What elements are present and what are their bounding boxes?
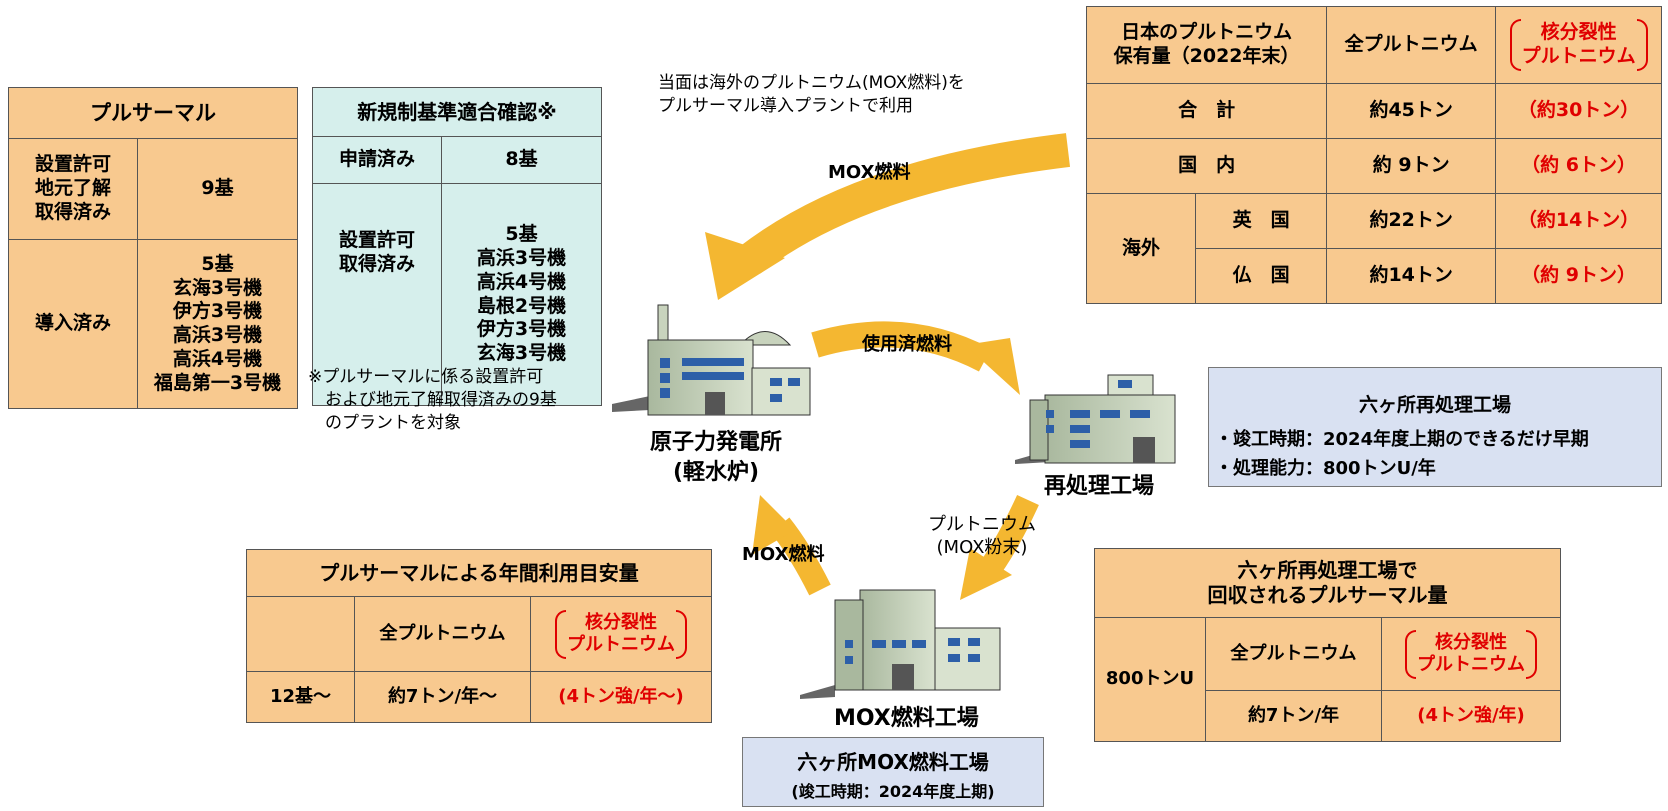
rokkasho-mox-box: 六ヶ所MOX燃料工場 (竣工時期：2024年度上期) — [742, 737, 1044, 807]
recovered-row-fissile: (4トン強/年) — [1381, 690, 1561, 742]
recovered-col-fissile: 核分裂性 プルトニウム — [1381, 617, 1561, 691]
regulation-footnote: ※プルサーマルに係る設置許可 および地元了解取得済みの9基 のプラントを対象 — [308, 367, 557, 433]
annual-use-title: プルサーマルによる年間利用目安量 — [246, 549, 712, 597]
annual-use-col-fissile: 核分裂性 プルトニウム — [530, 596, 712, 672]
holdings-domestic-label: 国 内 — [1085, 138, 1328, 194]
holdings-france-label: 仏 国 — [1194, 248, 1328, 304]
reprocessing-plant-icon — [1015, 374, 1176, 464]
regulation-applied-value: 8基 — [441, 136, 602, 184]
holdings-domestic-value: 約 9トン — [1326, 138, 1497, 194]
mox-fuel-label: MOX燃料 — [742, 544, 825, 565]
holdings-total-fissile: （約30トン） — [1495, 83, 1662, 139]
pluthermal-licensed-value: 9基 — [137, 138, 298, 240]
holdings-total-label: 合 計 — [1085, 83, 1328, 139]
holdings-uk-label: 英 国 — [1194, 193, 1328, 249]
npp-label: 原子力発電所 (軽水炉) — [650, 430, 783, 485]
mox-plant-label: MOX燃料工場 — [834, 706, 979, 731]
holdings-title: 日本のプルトニウム 保有量（2022年末） — [1085, 6, 1328, 84]
rokkasho-mox-subtitle: (竣工時期：2024年度上期) — [791, 782, 995, 801]
annual-use-col-total: 全プルトニウム — [354, 596, 531, 672]
rokkasho-reprocessing-line1: ・竣工時期：2024年度上期のできるだけ早期 — [1215, 429, 1589, 450]
holdings-table: 日本のプルトニウム 保有量（2022年末） 全プルトニウム 核分裂性 プルトニウ… — [1085, 6, 1662, 304]
plutonium-label: プルトニウム (MOX粉末) — [928, 514, 1036, 558]
reprocessing-label: 再処理工場 — [1044, 474, 1155, 499]
mox-fuel-arrow — [752, 495, 831, 596]
regulation-licensed-label: 設置許可 取得済み — [312, 183, 442, 406]
holdings-col-fissile: 核分裂性 プルトニウム — [1495, 6, 1662, 84]
regulation-table: 新規制基準適合確認※ 申請済み 8基 設置許可 取得済み 5基 高浜3号機 高浜… — [312, 87, 602, 406]
recovered-title: 六ヶ所再処理工場で 回収されるプルサーマル量 — [1094, 548, 1561, 618]
annual-use-empty-cell — [246, 596, 355, 672]
pluthermal-table: プルサーマル 設置許可 地元了解 取得済み 9基 導入済み 5基 玄海3号機 伊… — [8, 87, 298, 409]
pluthermal-title: プルサーマル — [8, 87, 298, 139]
spent-fuel-label: 使用済燃料 — [862, 334, 952, 355]
overseas-note: 当面は海外のプルトニウム(MOX燃料)を プルサーマル導入プラントで利用 — [658, 73, 965, 116]
rokkasho-reprocessing-title: 六ヶ所再処理工場 — [1358, 394, 1511, 416]
rokkasho-mox-title: 六ヶ所MOX燃料工場 — [797, 750, 989, 774]
holdings-france-fissile: （約 9トン） — [1495, 248, 1662, 304]
mox-import-label: MOX燃料 — [828, 162, 911, 183]
recovered-row-total: 約7トン/年 — [1205, 690, 1382, 742]
mox-import-arrow — [705, 133, 1071, 300]
recovered-table: 六ヶ所再処理工場で 回収されるプルサーマル量 800トンU 全プルトニウム 核分… — [1094, 548, 1561, 742]
holdings-uk-value: 約22トン — [1326, 193, 1497, 249]
holdings-total-value: 約45トン — [1326, 83, 1497, 139]
annual-use-row-fissile: (4トン強/年〜) — [530, 671, 712, 723]
regulation-applied-label: 申請済み — [312, 136, 442, 184]
recovered-row-label: 800トンU — [1094, 617, 1206, 742]
holdings-uk-fissile: （約14トン） — [1495, 193, 1662, 249]
holdings-domestic-fissile: （約 6トン） — [1495, 138, 1662, 194]
nuclear-plant-icon — [612, 304, 811, 416]
holdings-france-value: 約14トン — [1326, 248, 1497, 304]
pluthermal-introduced-label: 導入済み — [8, 239, 138, 409]
plutonium-arrow — [960, 494, 1039, 600]
regulation-licensed-value: 5基 高浜3号機 高浜4号機 島根2号機 伊方3号機 玄海3号機 — [441, 183, 602, 406]
annual-use-table: プルサーマルによる年間利用目安量 全プルトニウム 核分裂性 プルトニウム 12基… — [246, 549, 712, 723]
spent-fuel-arrow — [811, 321, 1020, 395]
rokkasho-reprocessing-line2: ・処理能力：800トンU/年 — [1215, 458, 1436, 479]
recovered-col-total: 全プルトニウム — [1205, 617, 1382, 691]
annual-use-row-label: 12基〜 — [246, 671, 355, 723]
rokkasho-reprocessing-box: 六ヶ所再処理工場 ・竣工時期：2024年度上期のできるだけ早期 ・処理能力：80… — [1208, 367, 1662, 487]
holdings-overseas-label: 海外 — [1086, 193, 1196, 304]
holdings-col-total: 全プルトニウム — [1326, 6, 1497, 84]
regulation-title: 新規制基準適合確認※ — [312, 87, 602, 137]
pluthermal-licensed-label: 設置許可 地元了解 取得済み — [8, 138, 138, 240]
pluthermal-introduced-value: 5基 玄海3号機 伊方3号機 高浜3号機 高浜4号機 福島第一3号機 — [137, 239, 298, 409]
annual-use-row-total: 約7トン/年〜 — [354, 671, 531, 723]
mox-plant-icon — [800, 589, 1001, 699]
